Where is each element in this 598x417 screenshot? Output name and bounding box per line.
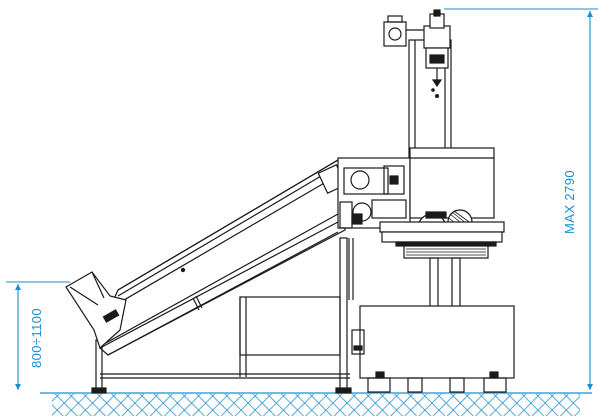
base-cabinet [351,305,515,393]
floor [40,392,592,416]
conveyor-frame [91,237,354,394]
max-height-label: MAX 2790 [562,170,577,234]
vertical-column [383,9,452,159]
inclined-conveyor [65,159,347,356]
dimension-max-height [444,8,598,390]
machine-head [337,147,505,309]
height-range-label: 800÷1100 [29,308,44,368]
spiral-grid [406,248,486,256]
dimension-height-left [6,281,70,390]
